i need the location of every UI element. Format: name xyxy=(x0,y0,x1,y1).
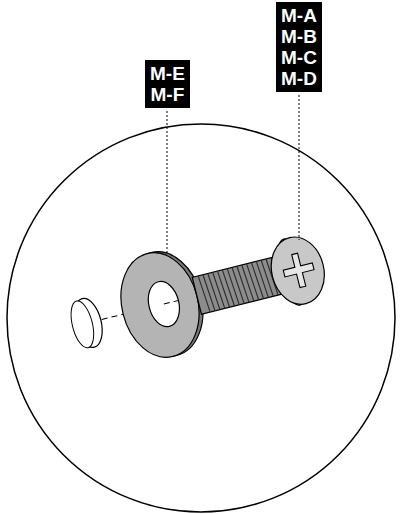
thread-line xyxy=(232,267,244,305)
thread-line xyxy=(222,269,234,307)
thread-line xyxy=(218,270,230,308)
thread-line xyxy=(247,263,259,301)
axis-line xyxy=(164,300,179,304)
head-dome xyxy=(264,231,331,310)
screw-assembly xyxy=(60,213,336,378)
thread-line xyxy=(208,273,220,311)
thread-line xyxy=(237,266,249,304)
washer xyxy=(110,243,213,365)
washer-hole xyxy=(144,278,184,330)
part-code: M-A xyxy=(281,5,317,26)
thread-line xyxy=(251,262,263,300)
washer-face xyxy=(110,244,209,365)
thread-line xyxy=(242,264,254,302)
part-code: M-D xyxy=(281,68,317,89)
detail-circle xyxy=(7,124,395,512)
screw-head xyxy=(264,231,331,310)
thread-line xyxy=(203,274,215,312)
thread-line xyxy=(198,275,210,313)
leader-line xyxy=(167,111,168,254)
thread-line xyxy=(256,261,268,299)
cap-face xyxy=(67,299,98,350)
phillips-recess xyxy=(280,250,317,290)
part-code-tag: M-EM-F xyxy=(145,60,190,108)
part-code: M-B xyxy=(281,26,317,47)
leader-line xyxy=(299,95,300,240)
part-code-tag: M-AM-BM-CM-D xyxy=(276,2,322,92)
thread-line xyxy=(213,272,225,310)
part-code: M-C xyxy=(281,47,317,68)
part-code: M-F xyxy=(150,84,185,105)
cap-nut xyxy=(67,295,107,351)
thread-line xyxy=(227,268,239,306)
part-code: M-E xyxy=(150,63,185,84)
